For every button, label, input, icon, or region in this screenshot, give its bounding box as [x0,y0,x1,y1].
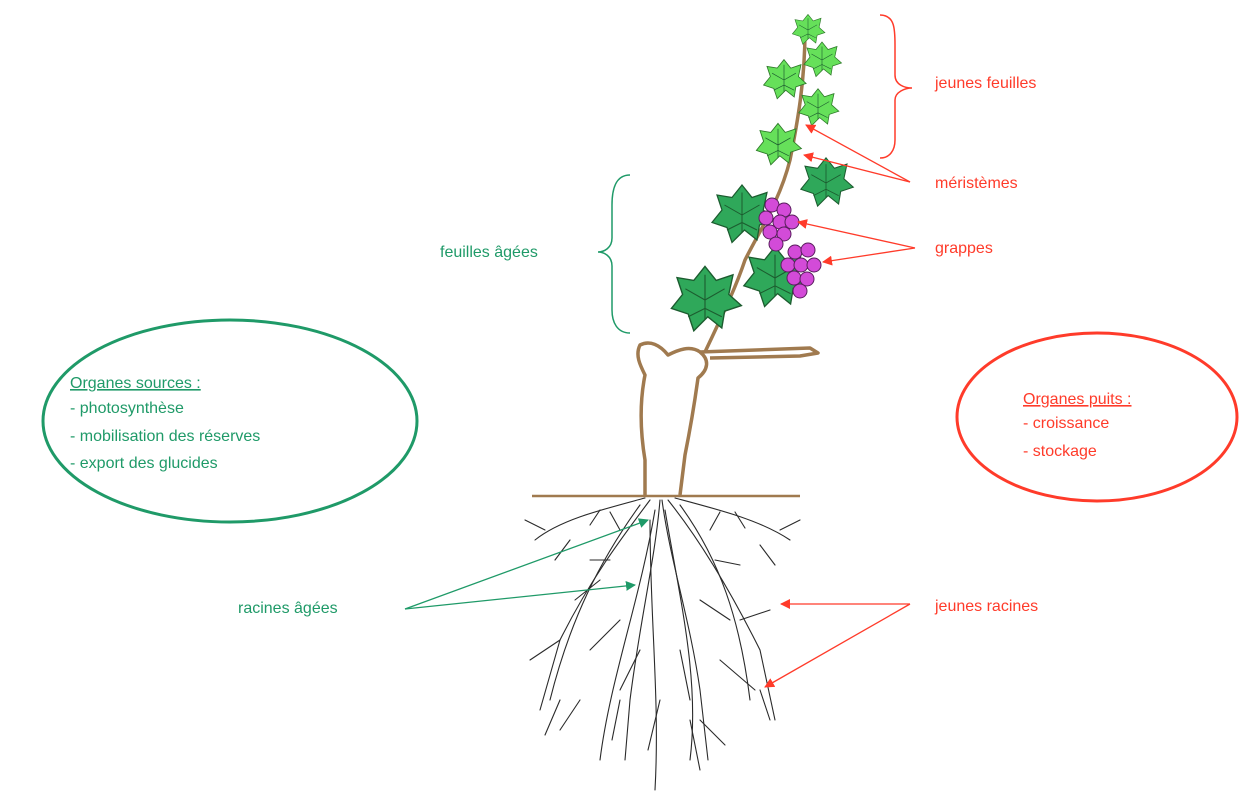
grape-cluster-icon [759,198,799,251]
sink-box-title: Organes puits : [1023,391,1132,408]
leaf-icon [671,158,853,331]
source-box-item: - export des glucides [70,455,218,472]
young-leaf-icons [756,14,841,164]
label-young-leaves: jeunes feuilles [934,75,1036,92]
source-organs-ellipse [43,320,417,522]
source-arrows [405,520,648,609]
label-old-roots: racines âgées [238,600,338,617]
sink-box-item: - croissance [1023,415,1109,432]
source-box-title: Organes sources : [70,375,201,392]
young-leaves-brace [880,15,912,158]
source-box-item: - photosynthèse [70,400,184,417]
label-grapes: grappes [935,240,993,257]
root-system-icon [525,498,800,790]
label-meristems: méristèmes [935,175,1018,192]
source-box-item: - mobilisation des réserves [70,428,260,445]
sink-box-item: - stockage [1023,443,1097,460]
label-old-leaves: feuilles âgées [440,244,538,261]
old-leaves-brace [598,175,630,333]
label-young-roots: jeunes racines [934,598,1038,615]
